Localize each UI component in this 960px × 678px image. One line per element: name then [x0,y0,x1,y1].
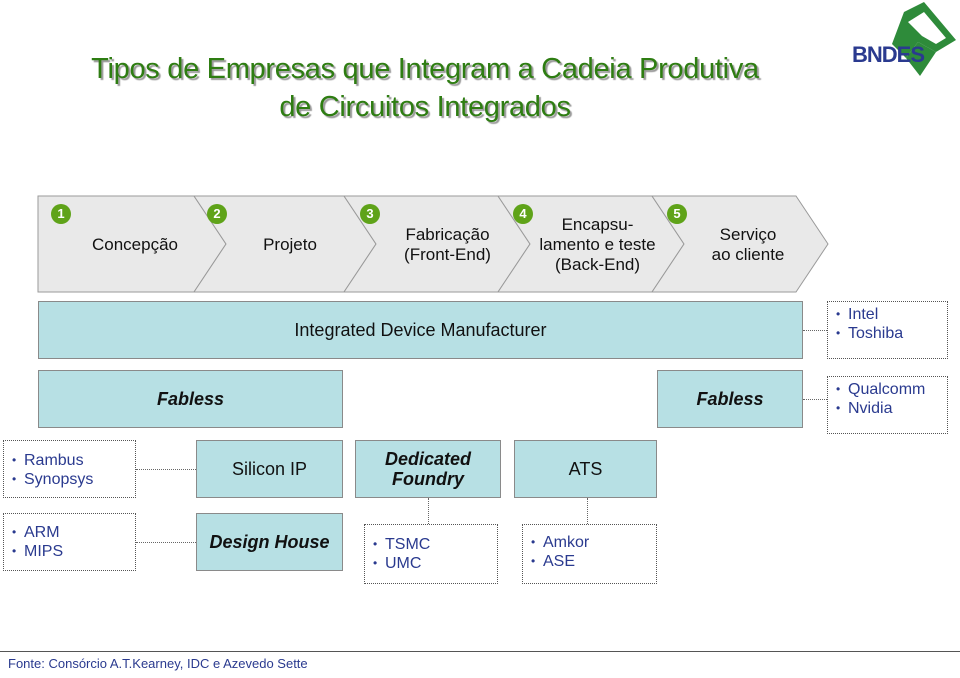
step-5-badge: 5 [667,204,687,224]
step-5-label: Serviço ao cliente [711,225,785,264]
bndes-logo: BNDES [848,0,960,82]
chevron-5 [651,195,829,293]
silicon-ip-examples: •Rambus •Synopsys [3,440,136,498]
step-2-label: Projeto [263,235,317,254]
step-1-label: Concepção [91,235,178,254]
silicon-ip-box: Silicon IP [196,440,343,498]
foundry-examples: •TSMC •UMC [364,524,498,584]
fabless-examples: •Qualcomm •Nvidia [827,376,948,434]
step-4-badge: 4 [513,204,533,224]
design-house-box: Design House [196,513,343,571]
step-2-badge: 2 [207,204,227,224]
step-3-label: Fabricação (Front-End) [404,225,491,264]
ats-box: ATS [514,440,657,498]
connector-idm [803,330,827,331]
connector-silicon-ip [136,469,196,470]
idm-box: Integrated Device Manufacturer [38,301,803,359]
fabless-right-box: Fabless [657,370,803,428]
value-chain-chevrons [37,195,829,293]
connector-foundry [428,498,429,524]
foundry-box: Dedicated Foundry [355,440,501,498]
logo-text: BNDES [852,42,925,67]
connector-fabless [803,399,827,400]
title-line-2: de Circuitos Integrados [279,91,571,123]
idm-examples: •Intel •Toshiba [827,301,948,359]
bndes-logo-icon [892,2,956,76]
connector-design-house [136,542,196,543]
connector-ats [587,498,588,524]
page-title: Tipos de Empresas que Integram a Cadeia … [20,50,830,126]
title-line-1: Tipos de Empresas que Integram a Cadeia … [91,53,759,85]
step-1-badge: 1 [51,204,71,224]
fabless-left-box: Fabless [38,370,343,428]
design-house-examples: •ARM •MIPS [3,513,136,571]
step-3-badge: 3 [360,204,380,224]
source-note: Fonte: Consórcio A.T.Kearney, IDC e Azev… [8,656,308,671]
step-4-label: Encapsu- lamento e teste (Back-End) [539,215,656,274]
source-divider [0,651,960,652]
ats-examples: •Amkor •ASE [522,524,657,584]
